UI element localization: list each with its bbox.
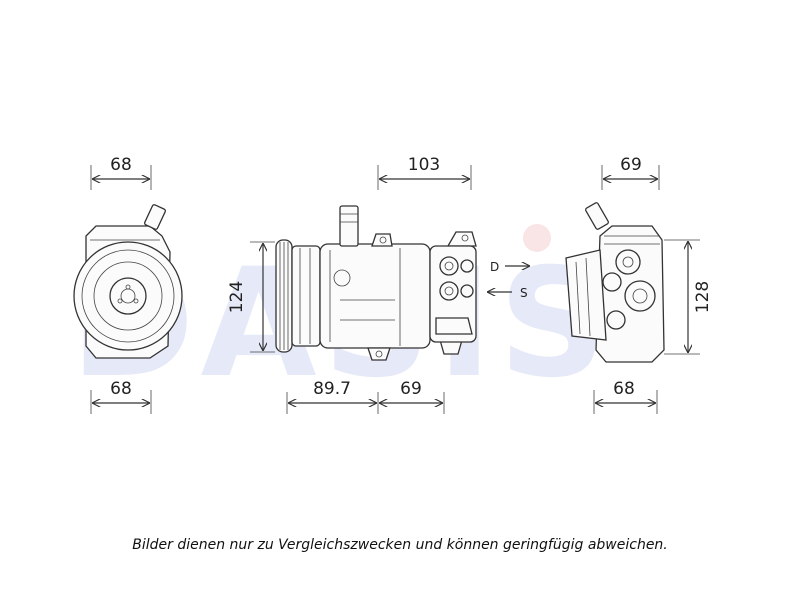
front-dim-top: 68	[110, 155, 132, 175]
side-view: 103 124	[227, 155, 530, 414]
port-suction-label: S	[520, 286, 528, 300]
rear-view: 69 128 68	[565, 155, 713, 414]
side-dim-bottom-left: 89.7	[313, 379, 351, 399]
side-dim-bottom-right: 69	[400, 379, 422, 399]
rear-dim-right: 128	[693, 281, 713, 313]
rear-dim-top: 69	[620, 155, 642, 175]
disclaimer-text: Bilder dienen nur zu Vergleichszwecken u…	[132, 537, 668, 553]
rear-dim-bottom: 68	[613, 379, 635, 399]
side-dim-top: 103	[408, 155, 440, 175]
side-dim-left: 124	[227, 281, 247, 313]
front-view: 68 68	[73, 155, 183, 414]
port-discharge-label: D	[490, 260, 499, 274]
front-dim-bottom: 68	[110, 379, 132, 399]
